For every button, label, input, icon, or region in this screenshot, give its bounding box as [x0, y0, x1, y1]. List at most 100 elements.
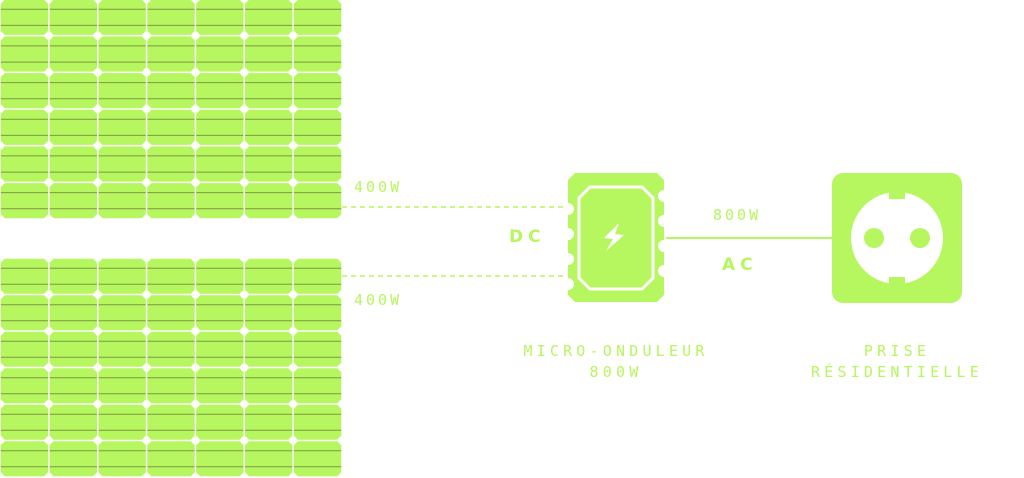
outlet-title-line2: RÉSIDENTIELLE [811, 362, 983, 381]
solar-cell [293, 146, 342, 182]
solar-cell [293, 368, 342, 404]
solar-cell [49, 404, 97, 440]
solar-cell [98, 146, 146, 182]
solar-cell [245, 36, 293, 72]
solar-cell [98, 73, 146, 109]
solar-cell [0, 295, 49, 331]
solar-cell [147, 331, 195, 367]
solar-cell [0, 183, 49, 219]
solar-cell [293, 258, 342, 294]
solar-cell [98, 368, 146, 404]
solar-cell [245, 0, 293, 35]
solar-cell [196, 146, 244, 182]
solar-cell [0, 146, 49, 182]
panel-bottom-power-label: 400W [354, 291, 402, 309]
solar-cell [0, 73, 49, 109]
solar-cell [147, 36, 195, 72]
solar-cell [0, 331, 49, 367]
solar-cell [245, 368, 293, 404]
solar-cell [293, 73, 342, 109]
dc-label: DC [509, 227, 546, 247]
solar-cell [196, 73, 244, 109]
residential-outlet [832, 173, 962, 303]
solar-cell [293, 331, 342, 367]
solar-cell [0, 368, 49, 404]
solar-cell [245, 295, 293, 331]
solar-cell [49, 441, 97, 477]
solar-cell [0, 109, 49, 145]
inverter-title: MICRO-ONDULEUR [523, 342, 708, 360]
solar-cell [0, 441, 49, 477]
outlet-bottom-notch [889, 277, 905, 286]
solar-cell [196, 183, 244, 219]
solar-cell [196, 368, 244, 404]
solar-cell [196, 109, 244, 145]
ac-label: AC [722, 255, 758, 275]
inverter-inner-frame [577, 185, 655, 291]
solar-cell [98, 0, 146, 35]
solar-cell [49, 295, 97, 331]
solar-cell [293, 0, 342, 35]
solar-cell [245, 146, 293, 182]
solar-cell [147, 404, 195, 440]
solar-cell [196, 441, 244, 477]
solar-cell [147, 183, 195, 219]
solar-cell [147, 109, 195, 145]
solar-cell [293, 404, 342, 440]
solar-cell [98, 404, 146, 440]
solar-cell [98, 441, 146, 477]
solar-cell [98, 295, 146, 331]
solar-cell [49, 368, 97, 404]
solar-cell [196, 0, 244, 35]
solar-cell [293, 295, 342, 331]
micro-inverter [568, 173, 664, 302]
solar-cell [147, 258, 195, 294]
solar-cell [49, 331, 97, 367]
inverter-power: 800W [590, 363, 643, 381]
solar-cell [293, 441, 342, 477]
solar-cell [196, 295, 244, 331]
solar-cell [0, 258, 49, 294]
outlet-hole-right [910, 228, 930, 248]
solar-cell [293, 36, 342, 72]
outlet-top-notch [889, 190, 905, 199]
solar-cell [147, 73, 195, 109]
solar-cell [147, 441, 195, 477]
solar-cell [196, 331, 244, 367]
panel-top-power-label: 400W [354, 178, 402, 196]
solar-cell [147, 146, 195, 182]
outlet-socket [851, 192, 943, 284]
solar-cell [98, 331, 146, 367]
solar-cell [245, 183, 293, 219]
solar-cell [245, 441, 293, 477]
solar-cell [147, 0, 195, 35]
solar-cell [49, 109, 97, 145]
solar-cell [245, 73, 293, 109]
solar-cell [49, 73, 97, 109]
solar-cell [245, 404, 293, 440]
solar-cell [98, 183, 146, 219]
outlet-hole-left [864, 228, 884, 248]
solar-cell [98, 36, 146, 72]
ac-power-label: 800W [713, 206, 761, 224]
solar-cell [196, 258, 244, 294]
solar-panel-top [0, 0, 342, 219]
solar-cell [0, 0, 49, 35]
solar-cell [49, 258, 97, 294]
solar-cell [49, 36, 97, 72]
outlet-title-line1: PRISE [864, 342, 930, 360]
solar-cell [293, 109, 342, 145]
solar-cell [147, 368, 195, 404]
solar-cell [245, 109, 293, 145]
solar-cell [0, 36, 49, 72]
solar-cell [49, 183, 97, 219]
solar-cell [0, 404, 49, 440]
lightning-bolt-icon [604, 223, 624, 251]
solar-cell [98, 258, 146, 294]
solar-cell [49, 0, 97, 35]
solar-cell [196, 404, 244, 440]
solar-cell [245, 258, 293, 294]
solar-cell [196, 36, 244, 72]
solar-cell [293, 183, 342, 219]
